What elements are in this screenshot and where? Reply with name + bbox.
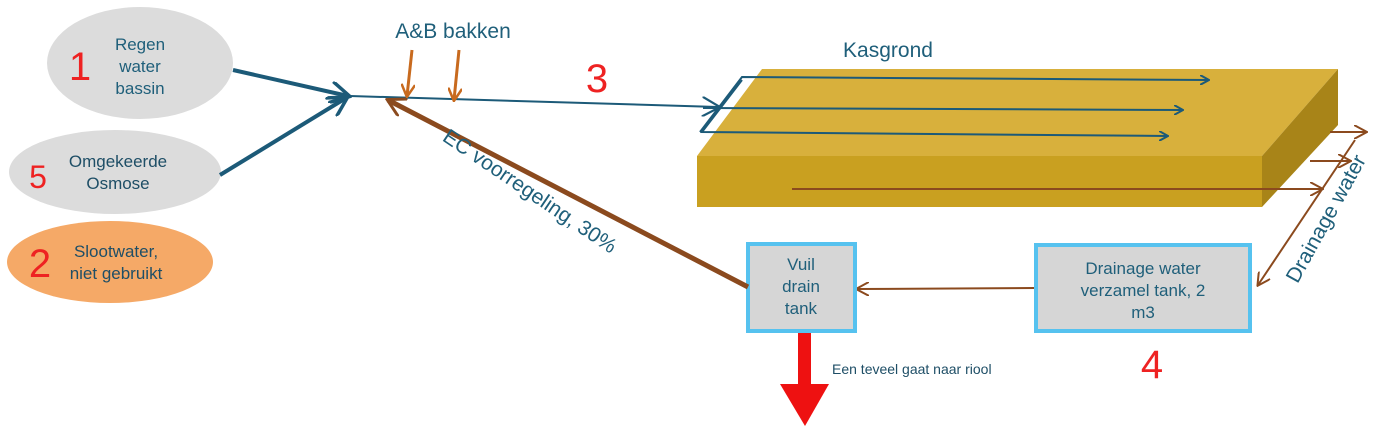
reverse-osmosis-source: 5 Omgekeerde Osmose [9,130,221,214]
reverse-osmosis-number: 5 [29,159,47,195]
collection-tank [1034,243,1252,333]
rain-water-ellipse [47,7,233,119]
ditch-water-ellipse [7,221,213,303]
soil-bed-front [697,156,1262,207]
bed-distribution-line-3 [699,79,1167,136]
dosing-a-arrow [407,49,412,96]
overflow-label: Een teveel gaat naar riool [832,361,992,377]
recirculation-arrow [388,100,750,290]
dirty-tank-line3: tank [785,299,818,318]
collection-tank-line3: m3 [1131,303,1155,322]
ditch-water-source: 2 Slootwater, niet gebruikt [7,221,213,303]
collection-tank-line2: verzamel tank, 2 [1081,281,1206,300]
ditch-water-line2: niet gebruikt [70,264,163,283]
drainage-label: Drainage water [1282,151,1371,287]
reverse-osmosis-line1: Omgekeerde [69,152,167,171]
recirculation-label: EC voorregeling, 30% [439,125,621,258]
tank-transfer-arrow [857,288,1035,289]
soil-bed-side [1262,69,1338,207]
dirty-tank-line2: drain [782,277,820,296]
dirty-tank-line1: Vuil [787,255,815,274]
soil-bed-label: Kasgrond [843,39,933,62]
supply-line-arrow [349,95,718,107]
soil-bed-top [697,69,1338,156]
dosing-label: A&B bakken [395,20,511,43]
ditch-water-number: 2 [29,242,51,286]
overflow-arrow [780,333,829,426]
rain-water-source: 1 Regen water bassin [47,7,233,119]
rain-water-line1: Regen [115,35,165,54]
collection-number: 4 [1141,343,1163,387]
ditch-water-line1: Slootwater, [74,242,158,261]
reverse-osmosis-ellipse [9,130,221,214]
dosing-b-arrow [454,49,459,100]
bed-distribution-line [699,77,1208,133]
rain-water-line3: bassin [115,79,164,98]
rain-water-line2: water [118,57,161,76]
reverse-osmosis-line2: Osmose [86,174,149,193]
greenhouse-soil-bed [697,69,1338,207]
collection-tank-line1: Drainage water [1085,259,1201,278]
rain-inflow-arrow [232,68,348,96]
supply-number: 3 [586,57,608,101]
drainage-down-arrow [1258,139,1356,285]
ro-inflow-arrow [218,98,346,177]
bed-distribution-line-2 [702,108,1182,110]
dirty-drain-tank [746,242,857,333]
rain-water-number: 1 [69,45,91,89]
